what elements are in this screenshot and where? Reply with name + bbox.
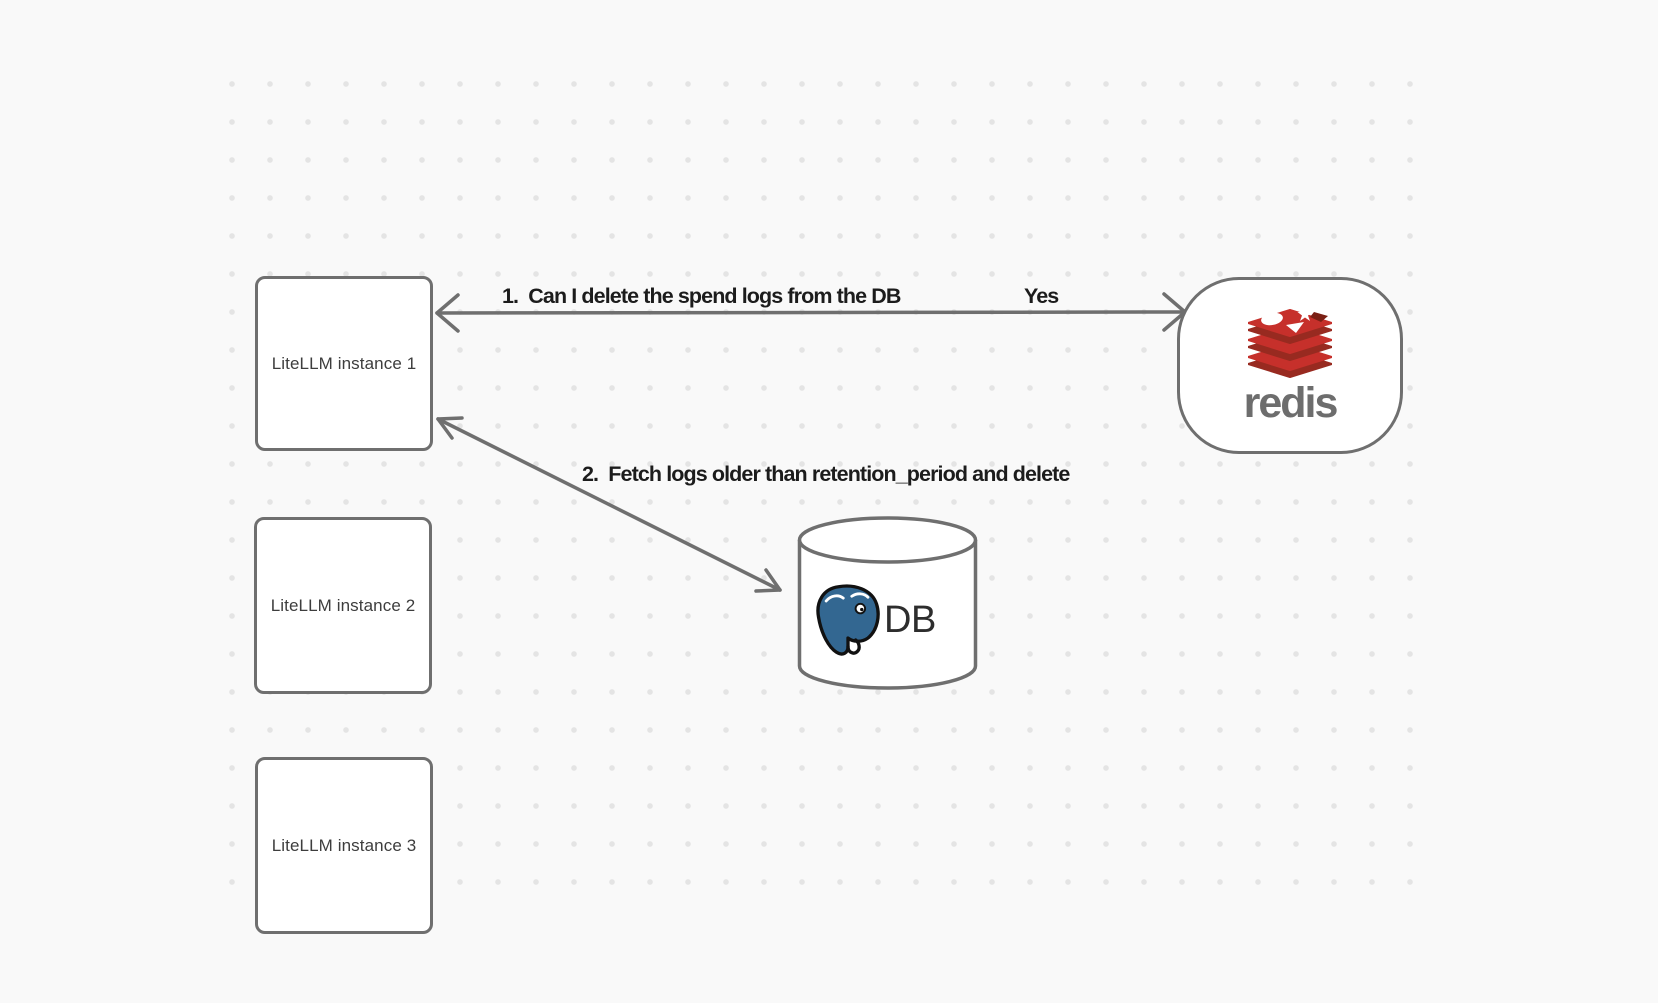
arrow-step1-label: 1. Can I delete the spend logs from the … <box>502 284 901 308</box>
redis-logo-icon <box>1248 307 1332 378</box>
arrow-step1-response-label: Yes <box>1024 284 1059 308</box>
redis-wordmark: redis <box>1243 379 1339 427</box>
redis-logo-triangle <box>1286 322 1304 333</box>
node-litellm-instance-1: LiteLLM instance 1 <box>255 276 433 451</box>
redis-logo-notch <box>1310 312 1328 322</box>
database-label: DB <box>884 599 936 641</box>
node-litellm-instance-3: LiteLLM instance 3 <box>255 757 433 934</box>
node-litellm-instance-1-label: LiteLLM instance 1 <box>271 353 417 373</box>
node-redis: redis <box>1177 277 1403 454</box>
arrow-step2-label: 2. Fetch logs older than retention_perio… <box>582 462 1070 486</box>
redis-logo-star <box>1297 307 1313 321</box>
redis-logo-ellipse <box>1261 312 1283 326</box>
node-litellm-instance-3-label: LiteLLM instance 3 <box>271 835 417 855</box>
node-litellm-instance-2-label: LiteLLM instance 2 <box>270 595 416 615</box>
node-litellm-instance-2: LiteLLM instance 2 <box>254 517 432 694</box>
